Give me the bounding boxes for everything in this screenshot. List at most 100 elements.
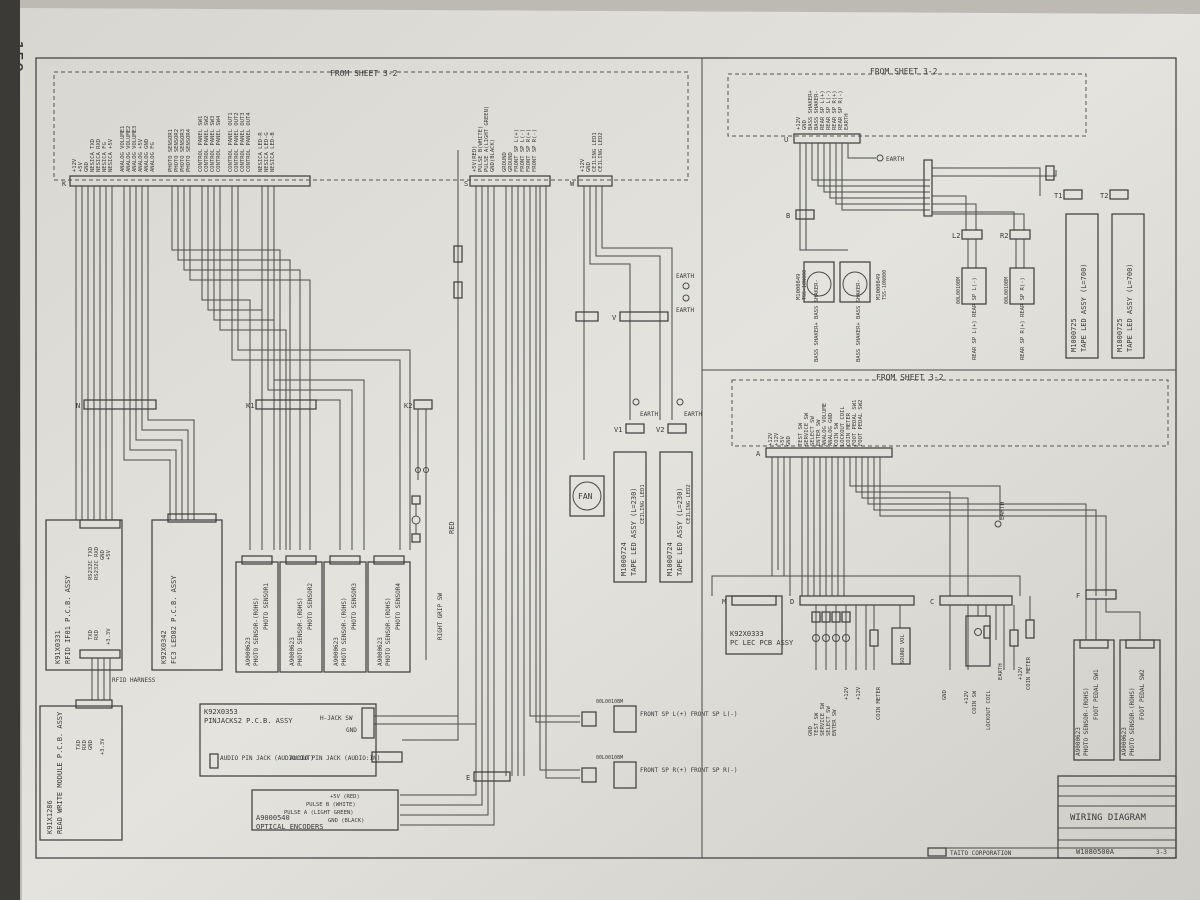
connector-c-label: C: [930, 598, 934, 606]
reader-pin-33v: +3.3V: [100, 738, 106, 755]
connector-a-label: A: [756, 450, 761, 458]
svg-text:PHOTO SENSOR-(ROHS): PHOTO SENSOR-(ROHS): [385, 597, 392, 666]
pc-lec-board: [725, 595, 783, 655]
connector-k1: [255, 399, 317, 410]
svg-text:SELECT SW: SELECT SW: [810, 416, 816, 446]
encoder-pin-1: +5V (RED): [330, 794, 360, 800]
bass-shaker-group: M1000849 TSS-10N000 M1000849 TSS-10N000 …: [796, 261, 888, 362]
svg-text:PHOTO SENSOR-(ROHS): PHOTO SENSOR-(ROHS): [253, 597, 260, 666]
svg-text:REAR SP L(-): REAR SP L(-): [826, 90, 832, 130]
connector-r2: [1009, 229, 1031, 240]
svg-text:GROUND: GROUND: [502, 152, 508, 172]
svg-text:NESICA LED-R: NESICA LED-R: [258, 132, 264, 172]
svg-text:PHOTO SENSOR3: PHOTO SENSOR3: [351, 583, 358, 630]
connector-a: [765, 447, 893, 458]
svg-text:FOOT PEDAL SW1: FOOT PEDAL SW1: [852, 400, 858, 446]
connector-a-pin-labels: +12V +12V +5V GND TEST SW SERVICE SW SEL…: [768, 400, 864, 446]
fan-box: [569, 475, 605, 517]
svg-text:ANALOG VOLUME: ANALOG VOLUME: [822, 403, 828, 446]
photo-sensor-4: [367, 561, 411, 673]
svg-text:TEST SW: TEST SW: [798, 422, 804, 446]
svg-text:GROUND: GROUND: [508, 152, 514, 172]
connector-n1: [83, 399, 157, 410]
connector-e: [473, 771, 511, 782]
svg-text:BASS SHAKER-: BASS SHAKER-: [814, 90, 820, 130]
svg-text:+5V: +5V: [780, 435, 786, 446]
connector-f-label: F: [1076, 592, 1080, 600]
earth-label-2: EARTH: [676, 307, 694, 314]
svg-text:NESICA RXD: NESICA RXD: [96, 139, 102, 172]
connector-k2-label: K2: [404, 402, 412, 410]
svg-text:TSS-10N000: TSS-10N000: [882, 270, 888, 300]
svg-text:+12V: +12V: [796, 116, 802, 130]
svg-text:CONTROL PANEL OUT1: CONTROL PANEL OUT1: [228, 112, 234, 172]
svg-text:ANALOG GND: ANALOG GND: [828, 413, 834, 446]
reader-board-name: READ WRITE MODULE P.C.B. ASSY: [56, 711, 64, 834]
svg-text:GND: GND: [586, 162, 592, 172]
svg-text:GND: GND: [786, 436, 792, 446]
tape-led-ceiling2: [659, 451, 693, 583]
svg-text:EARTH: EARTH: [844, 113, 850, 130]
front-sp-r-sub: 00L0010BM: [596, 755, 623, 761]
svg-text:CEILING LED1: CEILING LED1: [640, 484, 646, 524]
sound-vol-box: [891, 627, 911, 665]
connector-n-label: N: [76, 402, 80, 410]
page-tag: 配線図: [7, 70, 21, 103]
coin-meter-label-2: COIN METER: [1026, 656, 1032, 690]
svg-text:00L0010BM: 00L0010BM: [956, 277, 962, 304]
svg-text:A9000623: A9000623: [377, 637, 384, 666]
red-wire-label: RED: [448, 521, 456, 534]
rfid-board-name: RFID IF01 P.C.B. ASSY: [64, 575, 72, 664]
reader-pin-txd: TXD: [76, 740, 82, 750]
title-block-drawing-no: W1080500A: [1076, 848, 1115, 856]
svg-text:PHOTO SENSOR1: PHOTO SENSOR1: [263, 583, 270, 630]
svg-text:M1000725: M1000725: [1116, 318, 1124, 352]
svg-text:+12V: +12V: [774, 432, 780, 446]
svg-text:ENTER SW: ENTER SW: [832, 709, 838, 736]
rfid-rs232c-txd: RS232C TXD: [88, 547, 94, 580]
svg-text:M1000724: M1000724: [666, 542, 674, 576]
rear-speaker-l: [961, 267, 987, 305]
svg-text:M1000725: M1000725: [1070, 318, 1078, 352]
connector-v: [619, 311, 669, 322]
connector-l2-label: L2: [952, 232, 960, 240]
pinjacks2-board: [199, 703, 377, 777]
pc-lec-number: K92X0333: [730, 630, 764, 638]
connector-d: [799, 595, 915, 606]
svg-text:GND: GND: [942, 690, 948, 700]
rfid-pin-rxd: RXD: [94, 630, 100, 640]
svg-text:BASS SHAKER+ BASS SHAKER-: BASS SHAKER+ BASS SHAKER-: [814, 279, 820, 362]
svg-text:CONTROL PANEL SW1: CONTROL PANEL SW1: [198, 116, 204, 172]
fan-label: FAN: [578, 492, 593, 501]
rfid-pin-txd: TXD: [88, 630, 94, 640]
foot-pedal-sw1-label: FOOT PEDAL SW1: [1093, 669, 1100, 720]
encoder-name: OPTICAL ENCODERS: [256, 823, 323, 831]
svg-text:COIN SW: COIN SW: [834, 422, 840, 446]
svg-text:TAPE LED ASSY (L=700): TAPE LED ASSY (L=700): [1126, 263, 1134, 352]
led02-board-name: FC3 LED02 P.C.B. ASSY: [170, 575, 178, 664]
svg-text:FRONT SP L(-): FRONT SP L(-): [520, 129, 526, 172]
svg-text:+12V: +12V: [964, 690, 970, 704]
svg-text:M1000849: M1000849: [796, 274, 802, 301]
svg-text:+12V: +12V: [1018, 666, 1024, 680]
rear-speaker-r: [1009, 267, 1035, 305]
from-sheet-label-right-bottom: FROM SHEET 3-2: [876, 373, 944, 382]
earth-label-6: EARTH: [999, 502, 1006, 520]
hjack-sw-label: H-JACK SW: [320, 715, 353, 722]
connector-v-label: V: [612, 314, 617, 322]
svg-text:+12V: +12V: [580, 158, 586, 172]
led02-board-number: K92X0342: [160, 630, 168, 664]
svg-text:PHOTO SENSOR2: PHOTO SENSOR2: [174, 129, 180, 172]
connector-e-label: E: [466, 774, 470, 782]
svg-text:CONTROL PANEL OUT3: CONTROL PANEL OUT3: [240, 112, 246, 172]
rfid-connector-bottom: [79, 649, 121, 659]
svg-text:PHOTO SENSOR4: PHOTO SENSOR4: [186, 128, 192, 172]
pinjack-board-name: PINJACKS2 P.C.B. ASSY: [204, 717, 293, 725]
svg-text:PHOTO SENSOR-(ROHS): PHOTO SENSOR-(ROHS): [297, 597, 304, 666]
reader-pin-gnd: GND: [88, 740, 94, 750]
connector-k-pin-labels: +12V +5V GND NESICA TXD NESICA RXD NESIC…: [72, 112, 276, 172]
rfid-connector-top: [79, 519, 121, 529]
rfid-board-number: K91X0331: [54, 630, 62, 664]
svg-text:NESICA LED-B: NESICA LED-B: [270, 132, 276, 172]
